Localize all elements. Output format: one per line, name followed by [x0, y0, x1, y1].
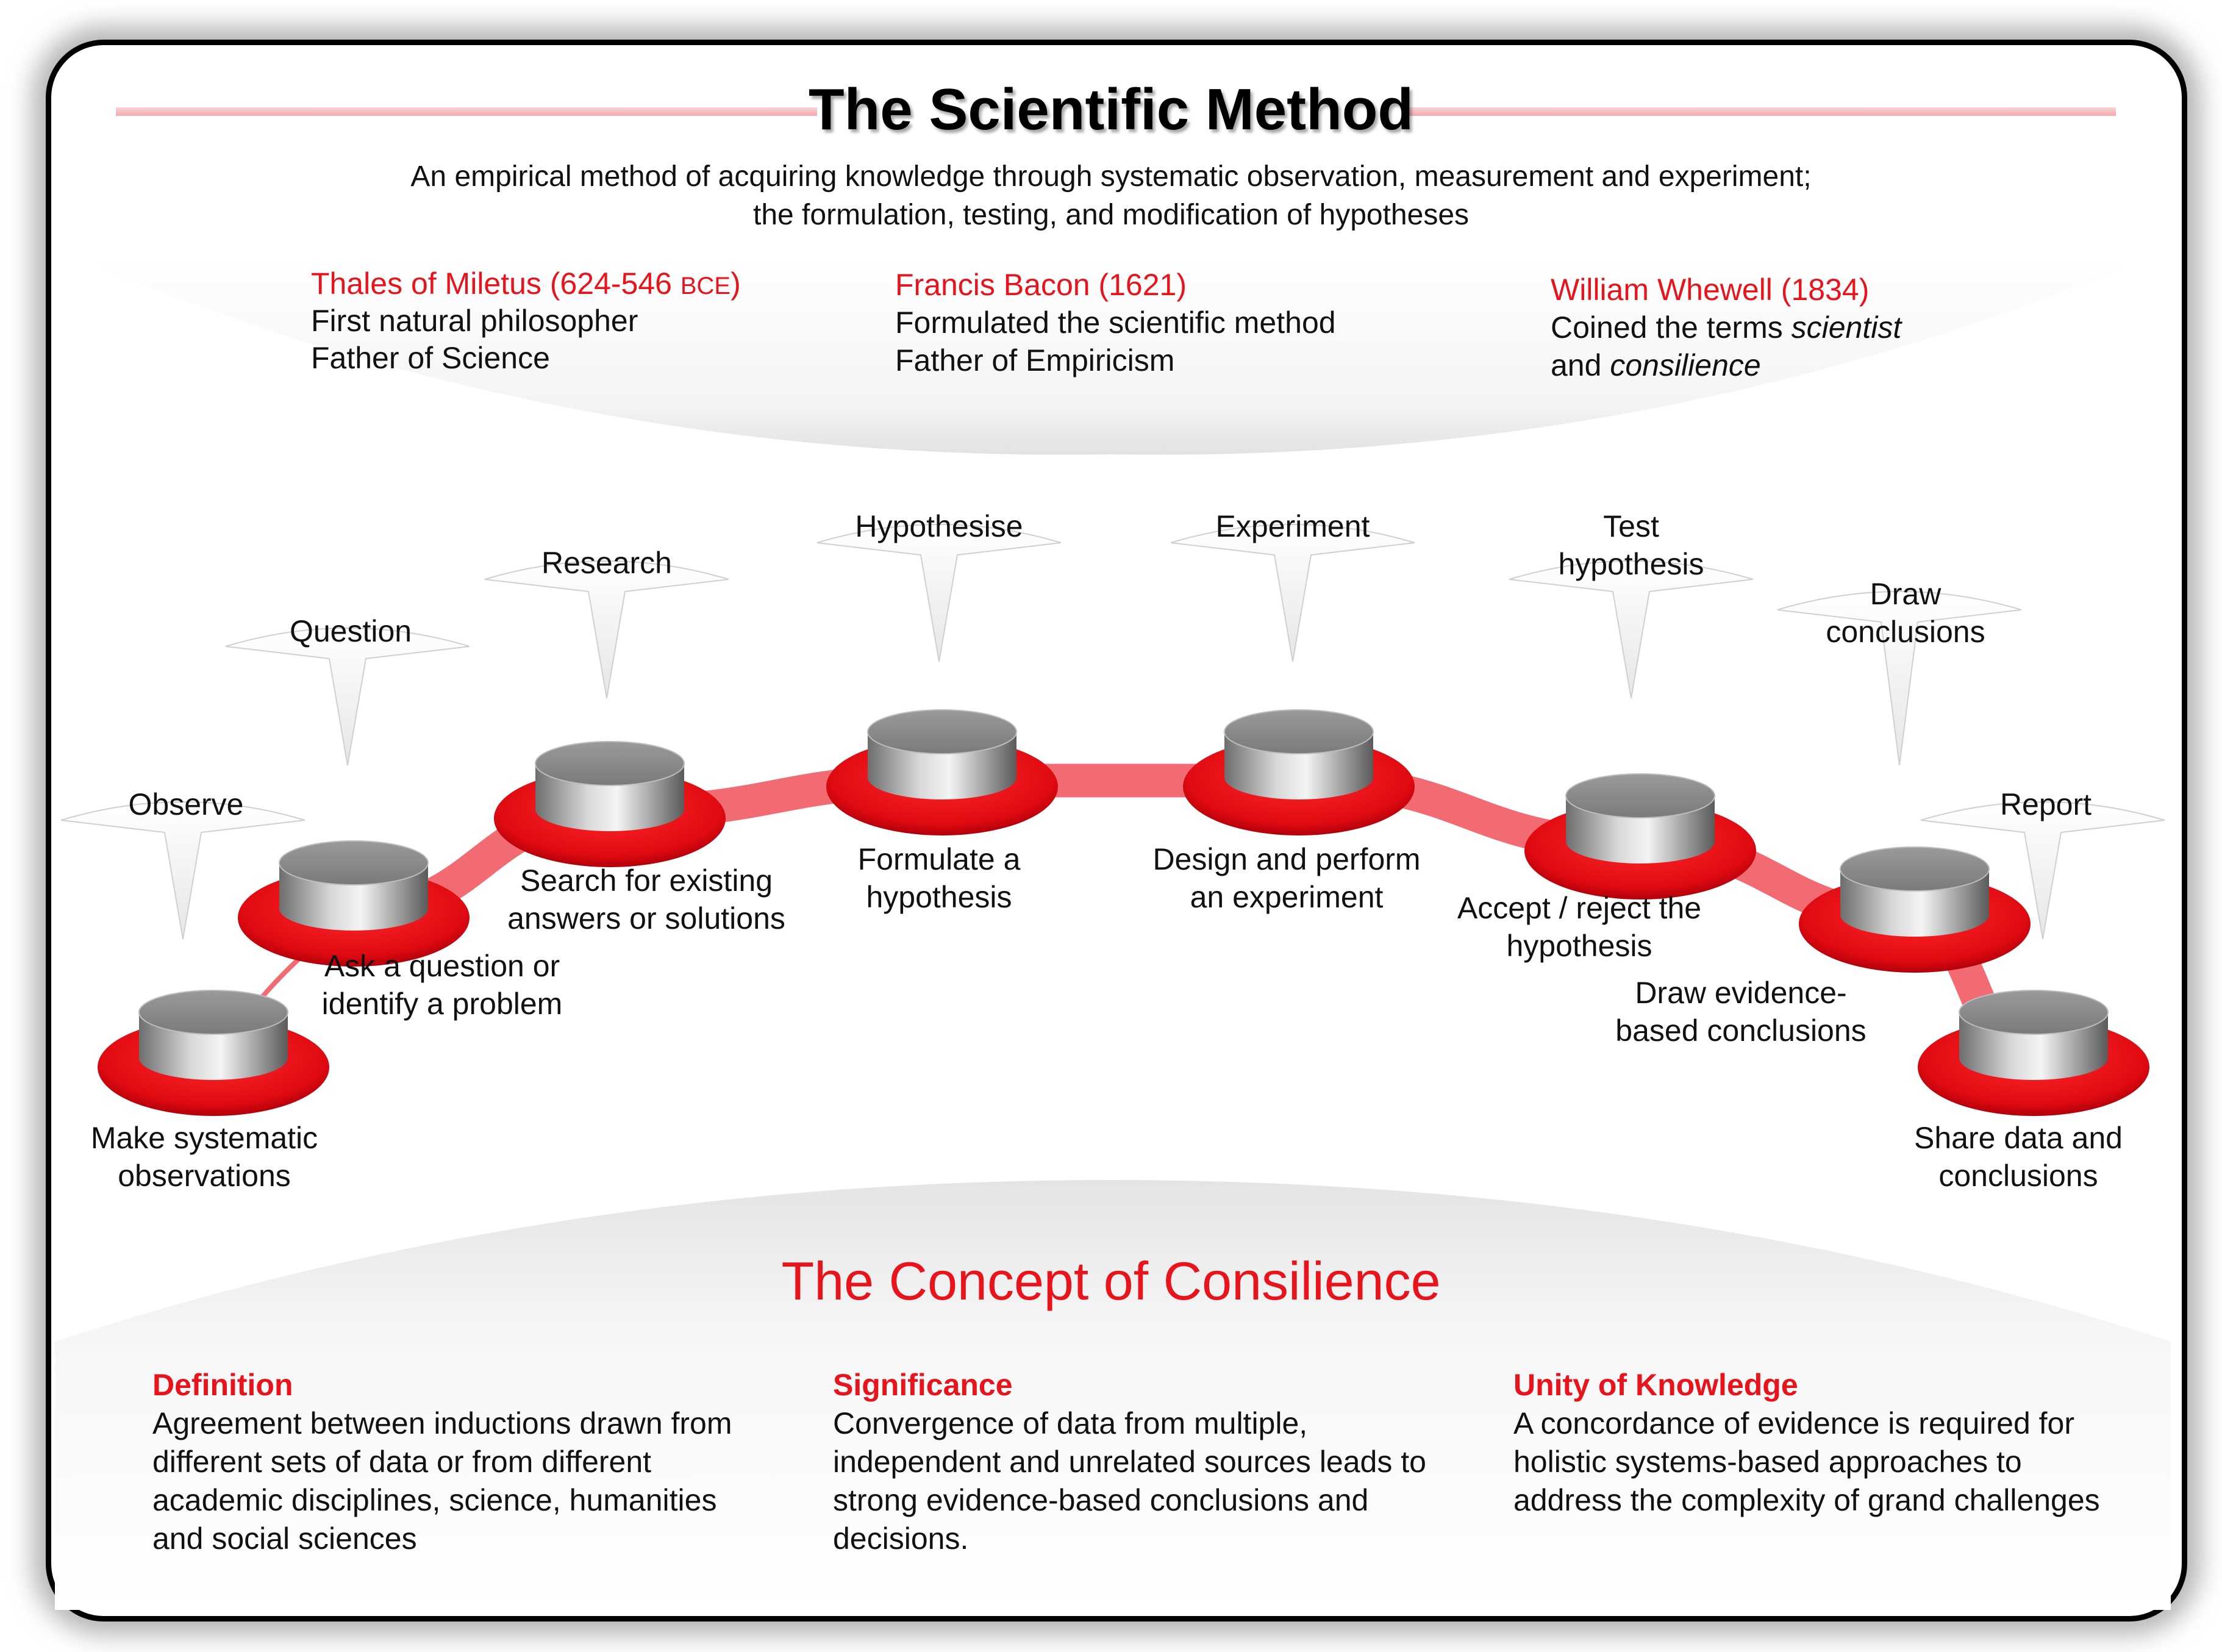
- consilience-title: The Concept of Consilience: [781, 1251, 1441, 1311]
- callout-pointer: [1170, 524, 1415, 662]
- step-label-report: Report: [1999, 787, 2092, 821]
- callout-pointer: [484, 560, 729, 699]
- callout-pointer: [225, 628, 470, 766]
- step-label-research: Research: [541, 546, 672, 580]
- step-label-draw-conclusions: Draw conclusions: [1826, 577, 1985, 649]
- page-title: The Scientific Method: [808, 77, 1414, 142]
- step-description-research: Search for existing answers or solutions: [507, 864, 785, 935]
- step-description-test-hypothesis: Accept / reject the hypothesis: [1457, 891, 1702, 963]
- marker-cylinder-top: [1840, 846, 1990, 892]
- section-heading-definition: Definition: [152, 1368, 293, 1402]
- history-line: Father of Science: [311, 341, 550, 375]
- step-marker-8: [1918, 990, 2149, 1116]
- history-name-bacon: Francis Bacon (1621): [895, 268, 1187, 302]
- section-heading-significance: Significance: [833, 1368, 1013, 1402]
- step-marker-6: [1524, 773, 1756, 899]
- step-label-experiment: Experiment: [1215, 509, 1370, 543]
- marker-cylinder-top: [279, 840, 429, 885]
- step-label-hypothesise: Hypothesise: [855, 509, 1023, 543]
- subtitle-line-2: the formulation, testing, and modificati…: [752, 199, 1470, 231]
- callout-pointer: [816, 524, 1062, 662]
- step-marker-3: [494, 741, 726, 867]
- marker-cylinder-top: [138, 990, 288, 1035]
- section-body-significance: Convergence of data from multiple, indep…: [833, 1406, 1426, 1556]
- callout-pointer: [1509, 560, 1754, 699]
- marker-cylinder-top: [535, 741, 685, 786]
- history-line: First natural philosopher: [311, 304, 638, 338]
- history-line: Father of Empiricism: [895, 343, 1175, 377]
- marker-cylinder-top: [1224, 709, 1374, 754]
- subtitle-line-1: An empirical method of acquiring knowled…: [410, 160, 1812, 193]
- section-heading-unity: Unity of Knowledge: [1513, 1368, 1798, 1402]
- section-body-definition: Agreement between inductions drawn from …: [152, 1406, 732, 1556]
- step-marker-4: [826, 709, 1058, 835]
- step-label-test-hypothesis: Test hypothesis: [1558, 509, 1704, 581]
- step-description-hypothesise: Formulate a hypothesis: [857, 842, 1021, 914]
- history-name-whewell: William Whewell (1834): [1551, 273, 1870, 307]
- history-line: Coined the terms scientist: [1551, 310, 1902, 345]
- step-description-draw-conclusions: Draw evidence-based conclusions: [1615, 976, 1867, 1048]
- callout-pointer: [60, 801, 305, 940]
- history-line: and consilience: [1551, 348, 1761, 382]
- history-name-thales: Thales of Miletus (624-546 BCE): [311, 266, 741, 301]
- step-marker-1: [98, 990, 329, 1116]
- marker-cylinder-top: [1959, 990, 2109, 1035]
- callout-pointer: [1920, 801, 2165, 940]
- step-markers: [98, 709, 2149, 1116]
- step-label-observe: Observe: [128, 787, 244, 821]
- marker-cylinder-top: [1565, 773, 1715, 818]
- step-label-question: Question: [289, 614, 412, 648]
- footer-band: [55, 1180, 2171, 1610]
- step-marker-2: [238, 840, 470, 967]
- section-body-unity: A concordance of evidence is required fo…: [1513, 1406, 2100, 1517]
- step-description-report: Share data and conclusions: [1914, 1121, 2123, 1193]
- header-band: [101, 256, 2122, 455]
- step-marker-5: [1183, 709, 1415, 835]
- step-marker-7: [1799, 846, 2031, 973]
- step-description-experiment: Design and perform an experiment: [1152, 842, 1421, 914]
- step-callouts: [60, 524, 2165, 940]
- history-line: Formulated the scientific method: [895, 306, 1336, 340]
- step-description-question: Ask a question or identify a problem: [321, 949, 563, 1021]
- step-description-observe: Make systematic observations: [90, 1121, 318, 1193]
- marker-cylinder-top: [867, 709, 1017, 754]
- callout-pointer: [1777, 591, 2022, 766]
